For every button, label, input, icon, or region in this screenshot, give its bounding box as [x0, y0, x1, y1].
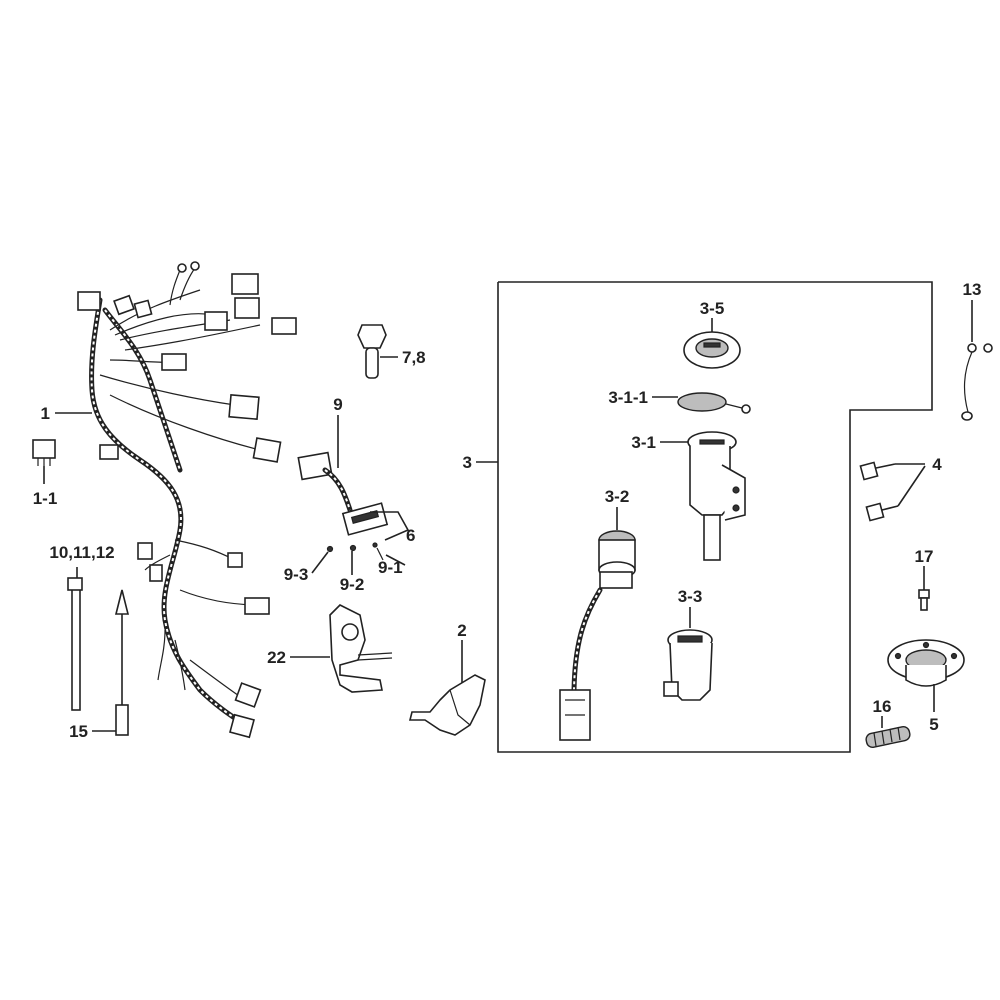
flange-5	[887, 639, 965, 712]
plate-3-1-1	[652, 392, 751, 414]
screw-17	[918, 566, 930, 611]
bracket-2	[408, 640, 486, 736]
label-16: 16	[873, 697, 892, 716]
label-10-11-12: 10,11,12	[49, 543, 114, 562]
label-1-1: 1-1	[33, 489, 58, 508]
label-9-3: 9-3	[284, 565, 309, 584]
sub-harness	[297, 415, 410, 561]
cylinder-3-1	[660, 431, 746, 561]
label-2: 2	[457, 621, 466, 640]
label-1: 1	[41, 404, 50, 423]
label-5: 5	[929, 715, 938, 734]
label-15: 15	[69, 722, 88, 741]
label-17: 17	[915, 547, 934, 566]
tie-tool	[92, 589, 130, 736]
connector	[77, 291, 101, 311]
lock-set-frame	[476, 281, 933, 753]
label-6: 6	[406, 526, 415, 545]
label-9-2: 9-2	[340, 575, 365, 594]
label-3-2: 3-2	[605, 487, 630, 506]
cable-tie	[67, 567, 83, 711]
label-4: 4	[932, 455, 942, 474]
label-9: 9	[333, 395, 342, 414]
label-3-5: 3-5	[700, 299, 725, 318]
key	[357, 324, 398, 379]
lock-3-3	[663, 607, 713, 701]
label-13: 13	[963, 280, 982, 299]
relay	[32, 439, 56, 484]
spring-16	[865, 716, 911, 749]
label-3: 3	[463, 453, 472, 472]
label-7-8: 7,8	[402, 348, 426, 367]
label-3-3: 3-3	[678, 587, 703, 606]
cable-13	[961, 300, 993, 421]
cap-3-5	[683, 318, 741, 369]
label-3-1: 3-1	[631, 433, 656, 452]
wire-harness	[77, 261, 297, 739]
bracket-22	[290, 604, 393, 693]
label-9-1: 9-1	[378, 558, 403, 577]
label-3-1-1: 3-1-1	[608, 388, 648, 407]
bolts-4	[859, 461, 926, 522]
switch-3-2	[559, 507, 636, 741]
label-22: 22	[267, 648, 286, 667]
